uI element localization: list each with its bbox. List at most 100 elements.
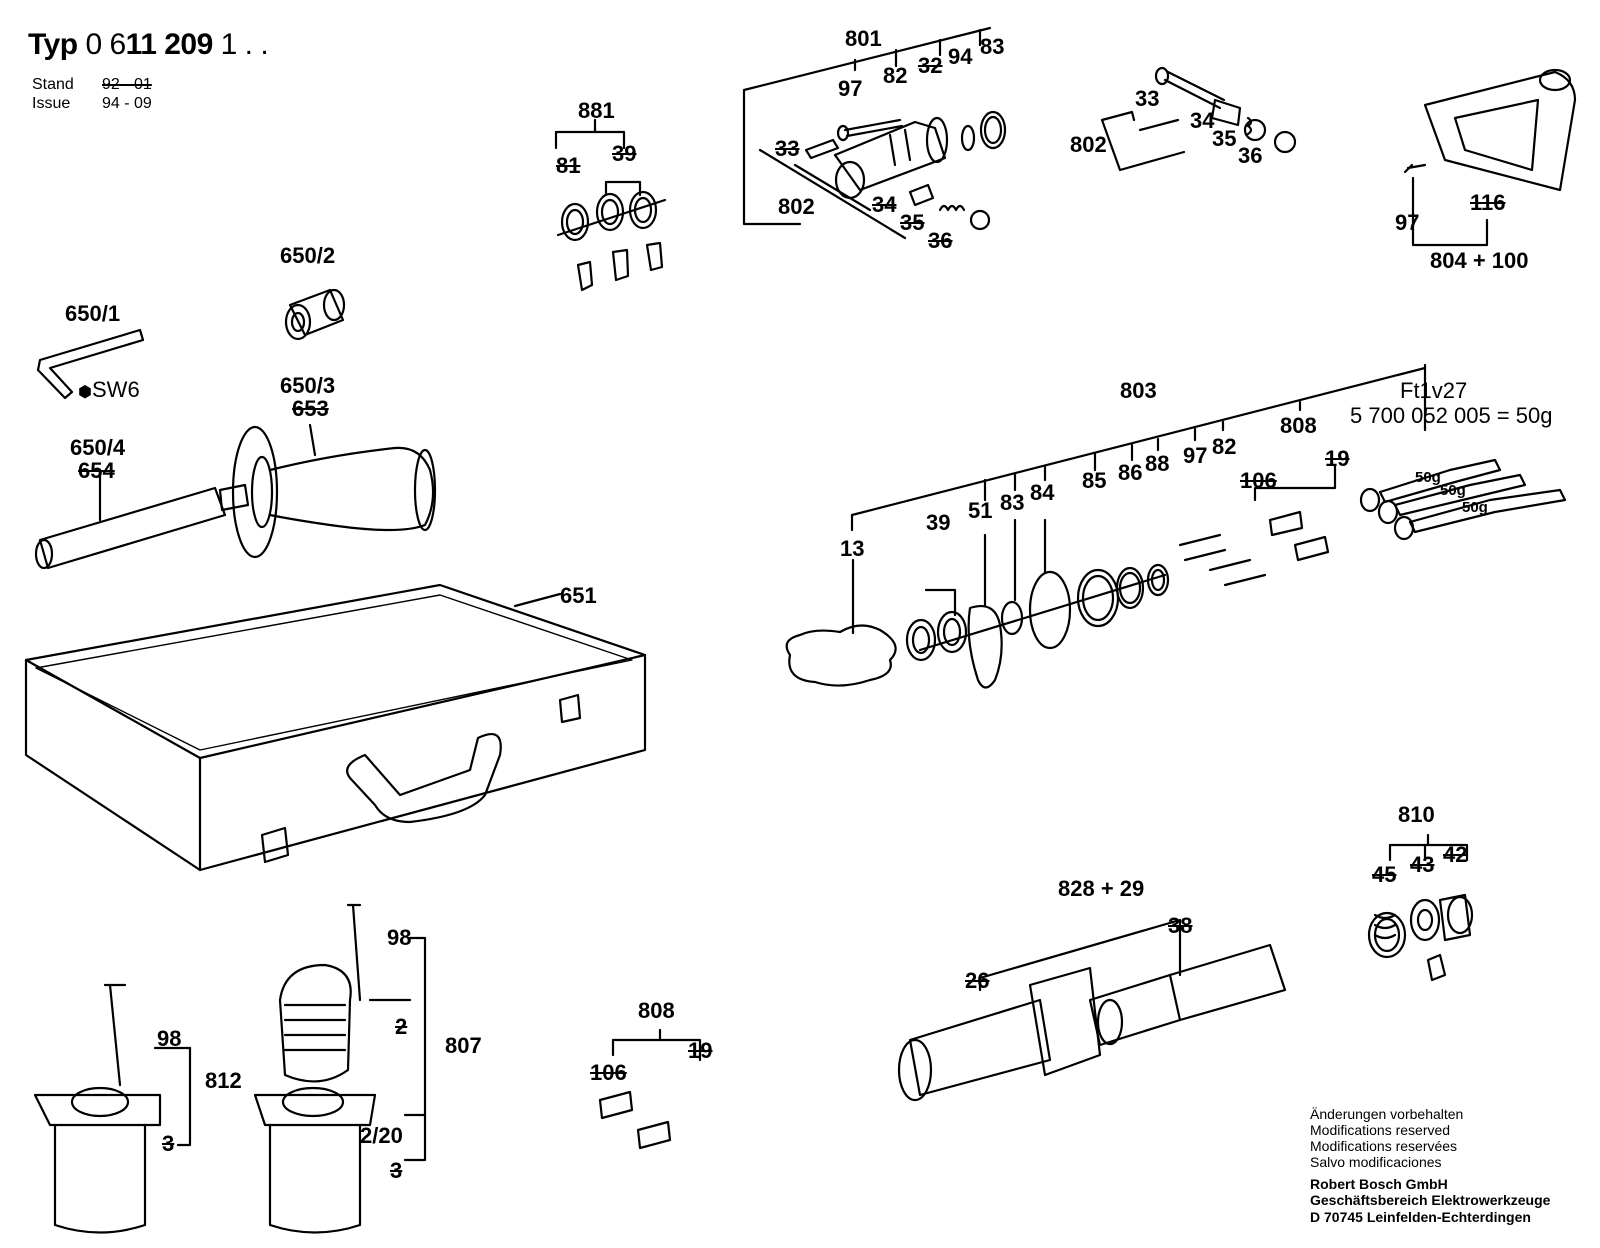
callout-32: 32 (918, 53, 943, 78)
callout-98-a: 98 (157, 1026, 182, 1051)
callout-828-29: 828 + 29 (1058, 876, 1145, 901)
callout-45: 45 (1372, 862, 1397, 887)
callout-98-b: 98 (387, 925, 412, 950)
callout-35-b: 35 (1212, 126, 1237, 151)
part-650-2-sleeve (284, 288, 346, 341)
callout-3-a: 3 (162, 1131, 175, 1156)
part-801-assembly (742, 26, 1007, 240)
callout-812: 812 (205, 1068, 242, 1093)
callout-881: 881 (578, 98, 615, 123)
callout-82-c: 82 (1212, 434, 1237, 459)
callout-808-b: 808 (638, 998, 675, 1023)
callout-803: 803 (1120, 378, 1157, 403)
ft1v27-label: Ft1v27 (1400, 378, 1468, 403)
callout-802-a: 802 (778, 194, 815, 219)
callout-51: 51 (968, 498, 993, 523)
callout-36-b: 36 (1238, 143, 1263, 168)
callout-43: 43 (1410, 852, 1435, 877)
part-804-handle (1403, 68, 1577, 247)
callout-36-a: 36 (928, 228, 953, 253)
callout-13: 13 (840, 536, 865, 561)
callout-116: 116 (1470, 190, 1506, 215)
part-802-detail (1100, 66, 1297, 172)
footer-address: D 70745 Leinfelden-Echterdingen (1310, 1209, 1550, 1225)
callout-86: 86 (1118, 460, 1143, 485)
callout-106-b: 106 (590, 1060, 627, 1085)
callout-2-20: 2/20 (360, 1123, 403, 1148)
issue-label: Issue (32, 95, 71, 112)
callout-97-b: 97 (1395, 210, 1420, 235)
type-number-prefix: 0 6 (85, 28, 126, 61)
grease-tube-2: 50g (1440, 482, 1466, 499)
footer-line-es: Salvo modificaciones (1310, 1154, 1442, 1171)
callout-84: 84 (1030, 480, 1055, 505)
footer-line-de: Änderungen vorbehalten (1310, 1106, 1464, 1122)
callout-33-a: 33 (775, 136, 800, 161)
part-651-case (24, 583, 647, 872)
type-number-bold: 11 209 (125, 28, 214, 61)
part-808-brushes (598, 1028, 702, 1150)
callout-19-b: 19 (688, 1038, 713, 1063)
callout-34-b: 34 (1190, 108, 1215, 133)
part-650-3-aux-handle (218, 423, 437, 559)
callout-804-100: 804 + 100 (1430, 248, 1529, 273)
callout-38: 38 (1168, 913, 1193, 938)
callout-650-4: 650/4 (70, 435, 126, 460)
part-803-seal-kit (785, 363, 1567, 689)
callout-810: 810 (1398, 802, 1435, 827)
part-810-clutch (1367, 833, 1474, 982)
callout-26: 26 (965, 968, 990, 993)
callout-35-a: 35 (900, 210, 925, 235)
company-division: Geschäftsbereich Elektrowerkzeuge (1310, 1192, 1551, 1209)
callout-807: 807 (445, 1033, 482, 1058)
part-812-housing (33, 983, 192, 1234)
callout-802-b: 802 (1070, 132, 1107, 157)
callout-3-b: 3 (390, 1158, 403, 1183)
callout-653: 653 (292, 396, 329, 421)
part-828-tool-holder (897, 918, 1287, 1102)
callout-88: 88 (1145, 451, 1170, 476)
callout-81: 81 (556, 153, 581, 178)
hex-sw6-label: ⬢SW6 (78, 379, 140, 401)
sw6-text: SW6 (92, 377, 140, 402)
callout-39-b: 39 (926, 510, 951, 535)
callout-82-a: 82 (883, 63, 908, 88)
callout-801: 801 (845, 26, 882, 51)
footer-line-fr: Modifications reservées (1310, 1138, 1458, 1155)
callout-650-3: 650/3 (280, 373, 336, 398)
issue-value: 94 - 09 (102, 95, 152, 112)
stand-value: 92 - 01 (102, 76, 152, 93)
part-881-rings (554, 118, 667, 292)
grease-tube-3: 50g (1462, 499, 1488, 516)
callout-83-a: 83 (980, 34, 1005, 59)
callout-654: 654 (78, 458, 115, 483)
callout-39-top: 39 (612, 141, 637, 166)
callout-85: 85 (1082, 468, 1107, 493)
hex-nut-icon: ⬢ (78, 384, 92, 401)
company-name: Robert Bosch GmbH (1310, 1176, 1448, 1193)
footer-notice: Änderungen vorbehalten Modifications res… (1310, 1106, 1550, 1225)
typ-label: Typ (28, 28, 78, 61)
part-650-1-hex-key (36, 328, 145, 400)
footer-division: Geschäftsbereich Elektrowerkzeuge (1310, 1192, 1550, 1208)
callout-650-2: 650/2 (280, 243, 336, 268)
company-address: D 70745 Leinfelden-Echterdingen (1310, 1208, 1531, 1225)
callout-651: 651 (560, 583, 597, 608)
callout-97-a: 97 (838, 76, 863, 101)
callout-97-c: 97 (1183, 443, 1208, 468)
callout-94: 94 (948, 44, 973, 69)
part-807-stator (253, 903, 427, 1234)
callout-34-a: 34 (872, 192, 897, 217)
grease-spec: 5 700 052 005 = 50g (1350, 403, 1553, 428)
callout-106-a: 106 (1240, 468, 1277, 493)
type-heading: Typ 0 611 209 1 . . (28, 28, 269, 61)
footer-line-en: Modifications reserved (1310, 1122, 1451, 1139)
callout-19-a: 19 (1325, 446, 1350, 471)
callout-33-b: 33 (1135, 86, 1160, 111)
type-number-suffix: 1 . . (220, 28, 269, 61)
callout-42: 42 (1443, 842, 1468, 867)
part-650-4-rod (34, 468, 227, 570)
stand-label: Stand (32, 76, 74, 93)
callout-2: 2 (395, 1014, 408, 1039)
